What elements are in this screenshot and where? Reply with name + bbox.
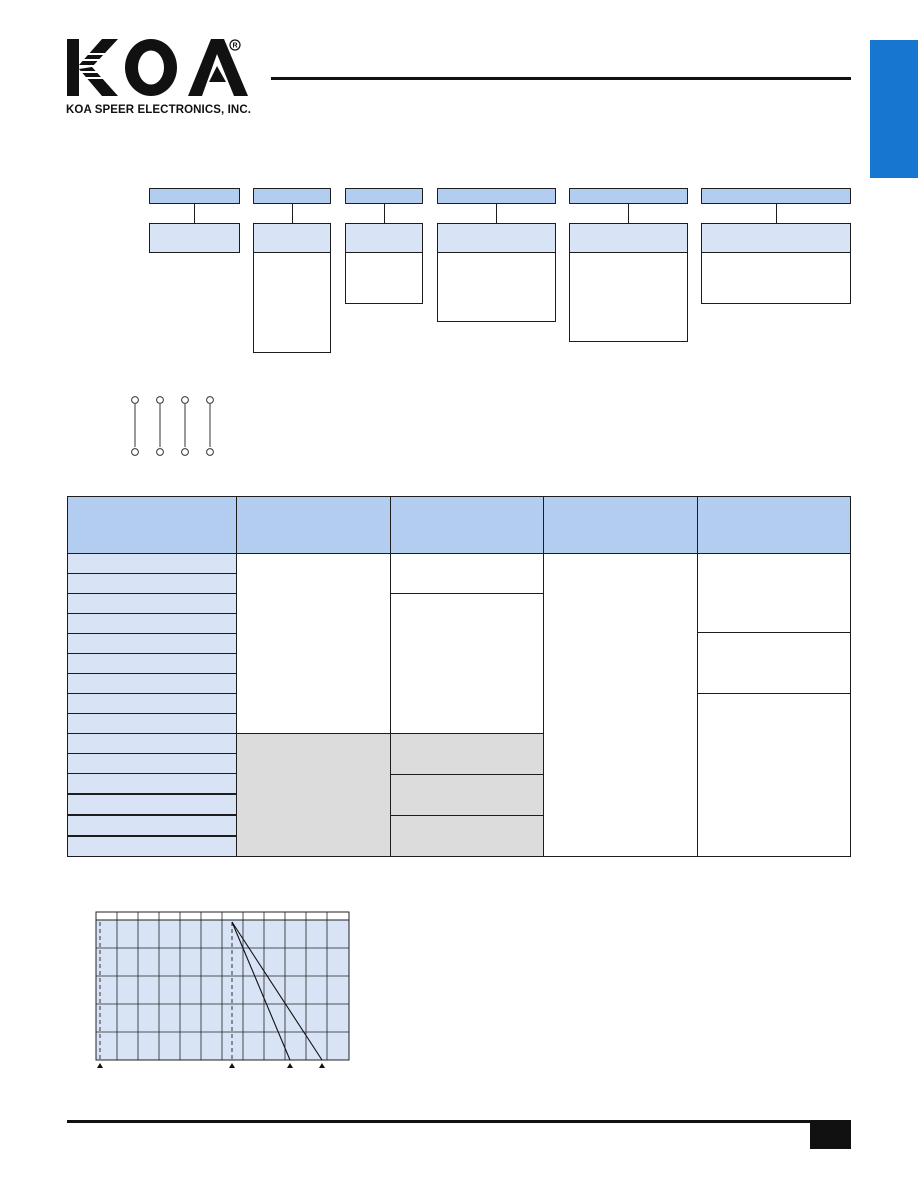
table-header-cell-1 xyxy=(67,496,237,554)
code-options-4 xyxy=(437,253,556,322)
code-options-5 xyxy=(569,253,688,342)
code-options-2 xyxy=(253,253,331,353)
table-row-13 xyxy=(67,794,237,815)
code-header-3 xyxy=(345,188,423,204)
code-box-1 xyxy=(149,223,240,253)
table-row-8 xyxy=(67,693,237,714)
registered-mark-icon xyxy=(229,39,241,51)
code-connector-2 xyxy=(292,204,293,224)
code-header-6 xyxy=(701,188,851,204)
table-cell-col2-upper xyxy=(236,553,391,734)
table-row-4 xyxy=(67,613,237,634)
code-box-4 xyxy=(437,223,556,253)
table-cell-col5-a xyxy=(697,553,851,633)
table-header-cell-5 xyxy=(697,496,851,554)
marker-3 xyxy=(287,1063,293,1068)
table-cell-col4 xyxy=(543,553,698,857)
table-row-3 xyxy=(67,593,237,614)
table-row-5 xyxy=(67,633,237,654)
table-cell-col3-c xyxy=(390,733,544,775)
table-cell-col2-lower xyxy=(236,733,391,857)
table-cell-col5-c xyxy=(697,693,851,857)
header-rule xyxy=(271,77,851,80)
code-connector-1 xyxy=(194,204,195,224)
table-row-10 xyxy=(67,733,237,754)
svg-text:R: R xyxy=(232,43,237,50)
page-number-box xyxy=(810,1122,851,1149)
code-header-1 xyxy=(149,188,240,204)
code-box-2 xyxy=(253,223,331,253)
table-row-6 xyxy=(67,653,237,674)
side-tab xyxy=(870,40,918,178)
table-header-cell-3 xyxy=(390,496,544,554)
code-options-6 xyxy=(701,253,851,304)
marker-4 xyxy=(319,1063,325,1068)
company-name: KOA SPEER ELECTRONICS, INC. xyxy=(66,104,252,116)
koa-logo: R xyxy=(67,39,248,96)
table-row-14 xyxy=(67,815,237,836)
table-header-cell-4 xyxy=(543,496,698,554)
table-cell-col3-e xyxy=(390,815,544,857)
code-box-6 xyxy=(701,223,851,253)
code-tick-1 xyxy=(194,204,195,205)
table-cell-col3-a xyxy=(390,553,544,594)
code-connector-6 xyxy=(776,204,777,224)
table-row-12 xyxy=(67,773,237,794)
table-row-9 xyxy=(67,713,237,734)
table-row-11 xyxy=(67,753,237,774)
table-cell-col3-b xyxy=(390,593,544,734)
derating-curve-chart xyxy=(95,911,350,1068)
table-row-15 xyxy=(67,836,237,857)
table-cell-col5-b xyxy=(697,632,851,694)
code-box-3 xyxy=(345,223,423,253)
code-header-2 xyxy=(253,188,331,204)
marker-1 xyxy=(97,1063,103,1068)
code-options-3 xyxy=(345,253,423,304)
code-header-5 xyxy=(569,188,688,204)
table-row-7 xyxy=(67,673,237,694)
table-header-cell-2 xyxy=(236,496,391,554)
table-row-1 xyxy=(67,553,237,574)
footer-rule xyxy=(67,1120,851,1123)
table-row-2 xyxy=(67,573,237,594)
derating-line-1 xyxy=(231,921,291,1061)
code-connector-4 xyxy=(496,204,497,224)
derating-line-2 xyxy=(231,921,323,1061)
code-box-5 xyxy=(569,223,688,253)
table-cell-col3-d xyxy=(390,774,544,816)
code-header-4 xyxy=(437,188,556,204)
code-connector-5 xyxy=(628,204,629,224)
code-connector-3 xyxy=(384,204,385,224)
circuit-schematic xyxy=(131,396,214,456)
marker-2 xyxy=(229,1063,235,1068)
